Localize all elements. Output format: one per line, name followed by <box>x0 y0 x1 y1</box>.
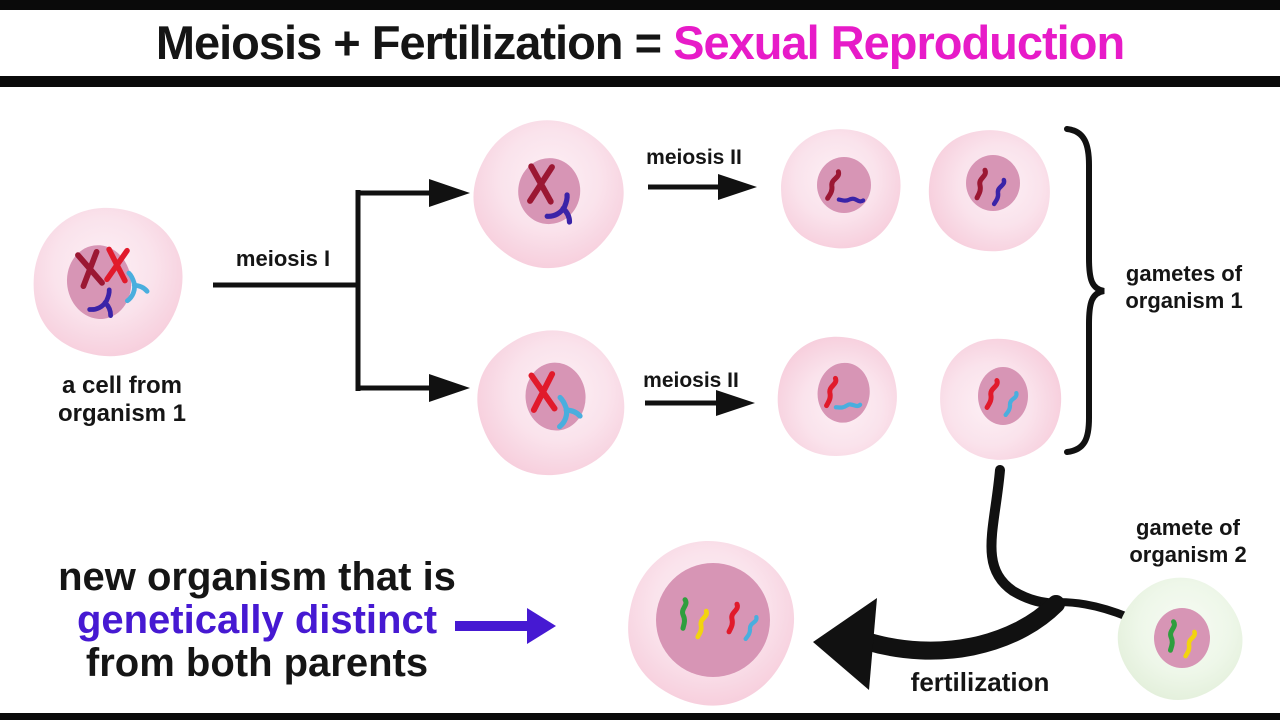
parent-cell-label-line2: organism 1 <box>57 400 187 427</box>
result-text-line2: genetically distinct <box>76 598 438 642</box>
organism2-nucleus <box>1154 608 1210 668</box>
gametes-organism1-label-line1: gametes of <box>1125 261 1243 286</box>
result-text-line3: from both parents <box>85 641 429 685</box>
meiosis1-branch-arrow <box>213 179 470 402</box>
result-arrowhead <box>527 608 556 644</box>
gamete-organism2-label-line2: organism 2 <box>1129 542 1247 567</box>
arrowhead-bottom <box>429 374 470 402</box>
fertilization-arrowhead <box>813 598 877 690</box>
parent-cell <box>16 191 199 373</box>
top-border-bar <box>0 0 1280 10</box>
bottom-border-bar <box>0 713 1280 720</box>
meiosis2-bottom-label: meiosis II <box>643 369 739 392</box>
fertilization-arrow <box>813 465 1132 690</box>
gamete-cell-4 <box>934 333 1067 465</box>
meiosis2-arrow-bottom <box>645 390 755 416</box>
gamete-organism2-label-line1: gamete of <box>1136 515 1240 540</box>
title-accent-part: Sexual Reproduction <box>673 16 1125 69</box>
meiosis2-arrow-top <box>648 174 757 200</box>
page-title: Meiosis + Fertilization = Sexual Reprodu… <box>0 10 1280 76</box>
meiosis2-top-label: meiosis II <box>646 146 742 169</box>
meiosis1-daughter-cell-bottom <box>458 310 644 496</box>
parent-cell-label: a cell from organism 1 <box>58 372 186 428</box>
parent-cell-label-line1: a cell from <box>61 372 183 399</box>
result-text-line1: new organism that is <box>58 555 456 599</box>
daughter-bottom-nucleus <box>525 362 586 431</box>
gametes-organism1-label-line2: organism 1 <box>1125 288 1243 313</box>
meiosis1-label: meiosis I <box>235 246 331 271</box>
gamete4-nucleus <box>978 367 1028 425</box>
gametes-organism1-label: gametes of organism 1 <box>1125 260 1242 314</box>
gametes-brace <box>1064 126 1105 455</box>
result-text: new organism that is genetically distinc… <box>58 556 456 685</box>
gamete-organism2-label: gamete of organism 2 <box>1129 514 1246 568</box>
meiosis1-daughter-cell-top <box>445 91 652 297</box>
gamete-cell-2 <box>923 125 1056 257</box>
arrowhead-top <box>429 179 470 207</box>
fertilization-label: fertilization <box>910 667 1050 697</box>
arrowhead <box>718 174 757 200</box>
arrowhead <box>716 390 755 416</box>
zygote-cell <box>601 514 820 720</box>
header-divider-bar <box>0 76 1280 87</box>
gamete-cell-1 <box>771 119 910 258</box>
title-black-part: Meiosis + Fertilization = <box>155 16 674 69</box>
gamete-cell-3 <box>772 331 902 462</box>
organism2-gamete-cell <box>1095 554 1265 720</box>
result-arrow <box>455 608 556 644</box>
fertilization-body <box>857 595 1065 660</box>
fertilization-branch-top <box>986 465 1061 609</box>
zygote-nucleus <box>656 563 770 677</box>
gamete1-nucleus <box>817 157 871 213</box>
